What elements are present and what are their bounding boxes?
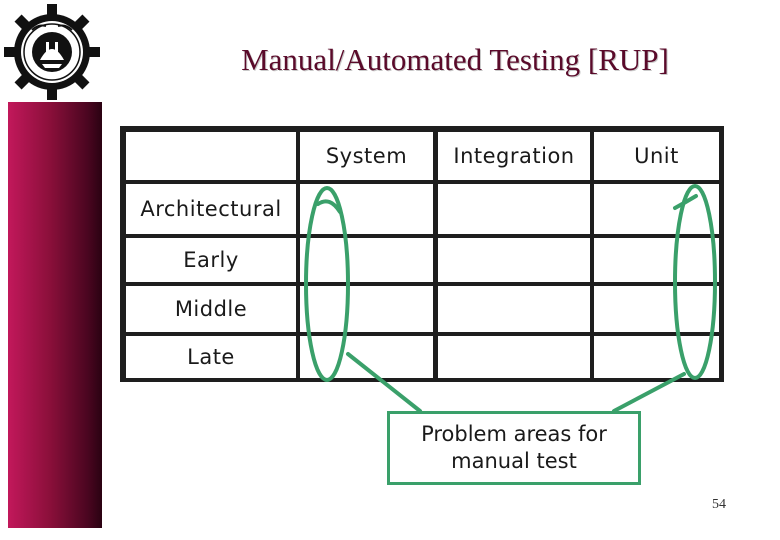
slide-title: Manual/Automated Testing [RUP]: [241, 42, 669, 77]
table-cell: [594, 184, 719, 234]
table-cell: [594, 336, 719, 378]
table-cell: [300, 336, 433, 378]
column-header-integration: Integration: [438, 132, 590, 180]
university-logo: [4, 4, 100, 100]
page-number: 54: [712, 497, 726, 512]
table-cell: [300, 286, 433, 332]
callout-line-2: manual test: [451, 449, 577, 473]
callout-line-1: Problem areas for: [421, 422, 607, 446]
row-header-early: Early: [126, 238, 296, 282]
table-header-corner: [126, 132, 296, 180]
table-cell: [438, 336, 590, 378]
row-header-late: Late: [126, 336, 296, 378]
table-cell: [594, 286, 719, 332]
column-header-system: System: [300, 132, 433, 180]
table-cell: [300, 238, 433, 282]
table-cell: [438, 184, 590, 234]
column-header-unit: Unit: [594, 132, 719, 180]
table-cell: [438, 238, 590, 282]
problem-areas-callout: Problem areas for manual test: [387, 411, 641, 485]
row-header-architectural: Architectural: [126, 184, 296, 234]
row-header-middle: Middle: [126, 286, 296, 332]
testing-matrix-table: System Integration Unit Architectural Ea…: [120, 126, 724, 382]
sidebar-accent: [8, 102, 102, 528]
table-cell: [594, 238, 719, 282]
table-cell: [438, 286, 590, 332]
table-cell: [300, 184, 433, 234]
